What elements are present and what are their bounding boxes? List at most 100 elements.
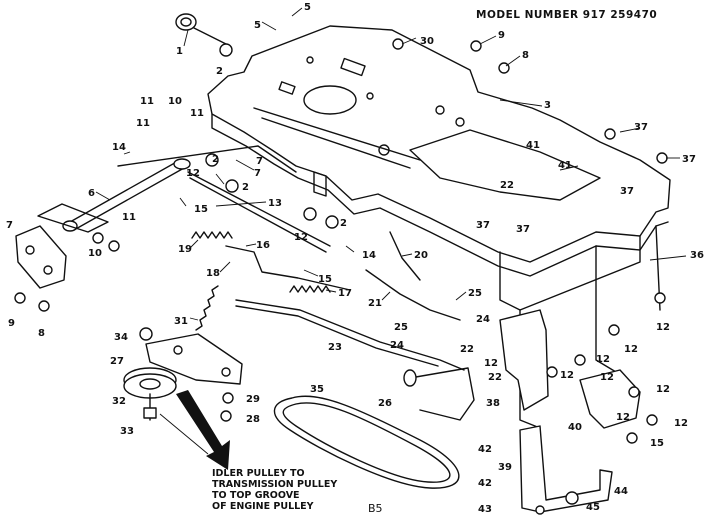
callout: 7	[254, 168, 261, 179]
leader-lines	[95, 7, 687, 455]
callout: 11	[140, 96, 154, 107]
callout: 18	[206, 268, 220, 279]
callout: 2	[242, 182, 249, 193]
callout: 12	[656, 322, 670, 333]
callout: 12	[674, 418, 688, 429]
callout: 22	[488, 372, 502, 383]
callout: 45	[586, 502, 600, 513]
callout: 14	[112, 142, 126, 153]
callout: 40	[568, 422, 582, 433]
callout: 12	[560, 370, 574, 381]
callout: 42	[478, 478, 492, 489]
callout: 12	[186, 168, 200, 179]
rod-20	[389, 231, 421, 281]
callout: 11	[190, 108, 204, 119]
model-number-heading: MODEL NUMBER 917 259470	[476, 9, 657, 21]
idler-arm	[235, 299, 465, 371]
callout: 31	[174, 316, 188, 327]
callout: 10	[88, 248, 102, 259]
idler-pulley	[123, 367, 177, 421]
callout: 42	[478, 444, 492, 455]
callout: 21	[368, 298, 382, 309]
callout: 11	[136, 118, 150, 129]
callout: 13	[268, 198, 282, 209]
callout: 9	[498, 30, 505, 41]
callout: 8	[522, 50, 529, 61]
callout: 37	[634, 122, 648, 133]
caption-line: OF ENGINE PULLEY	[212, 501, 314, 512]
callout: 34	[114, 332, 128, 343]
callout: 3	[544, 100, 551, 111]
callout: 12	[600, 372, 614, 383]
callout: 35	[310, 384, 324, 395]
drive-belt	[273, 395, 460, 489]
callout: 7	[256, 156, 263, 167]
callout: 12	[656, 384, 670, 395]
rod-21	[365, 269, 461, 321]
callout: 33	[120, 426, 134, 437]
callout: 15	[650, 438, 664, 449]
callout: 2	[212, 154, 219, 165]
callout: 22	[460, 344, 474, 355]
callout: 12	[616, 412, 630, 423]
idler-bracket	[145, 333, 243, 385]
callout: 16	[256, 240, 270, 251]
rod-16	[225, 245, 351, 291]
callout: 28	[246, 414, 260, 425]
spring-19	[191, 231, 233, 239]
callout: 25	[468, 288, 482, 299]
callout: 12	[484, 358, 498, 369]
callout: 32	[112, 396, 126, 407]
callout: 44	[614, 486, 628, 497]
bracket-39	[519, 425, 613, 513]
callout: 24	[476, 314, 490, 325]
callout: 1	[176, 46, 183, 57]
shift-lever	[403, 367, 475, 421]
callout: 37	[682, 154, 696, 165]
spring-17	[289, 285, 331, 293]
callout: 12	[596, 354, 610, 365]
callout: 23	[328, 342, 342, 353]
main-frame	[207, 25, 671, 277]
callout: 27	[110, 356, 124, 367]
caption-line: TRANSMISSION PULLEY	[212, 479, 337, 490]
callout: 37	[516, 224, 530, 235]
callout: 15	[194, 204, 208, 215]
left-bracket	[15, 225, 67, 289]
callout: 36	[690, 250, 704, 261]
bracket-40	[579, 369, 641, 429]
callout: 37	[476, 220, 490, 231]
callout: 26	[378, 398, 392, 409]
callout: 41	[526, 140, 540, 151]
callout: 43	[478, 504, 492, 515]
callout: 30	[420, 36, 434, 47]
callout: 22	[500, 180, 514, 191]
callout: 11	[122, 212, 136, 223]
callout: 8	[38, 328, 45, 339]
callout: 17	[338, 288, 352, 299]
callout: 10	[168, 96, 182, 107]
spring-31	[195, 285, 219, 331]
caption-arrow	[176, 390, 230, 470]
fasteners	[14, 38, 668, 515]
callout: 38	[486, 398, 500, 409]
page-code: B5	[368, 502, 383, 515]
callout: 6	[88, 188, 95, 199]
callout: 2	[340, 218, 347, 229]
callout: 41	[558, 160, 572, 171]
callout: 39	[498, 462, 512, 473]
callout: 37	[620, 186, 634, 197]
callout: 9	[8, 318, 15, 329]
bracket-38	[499, 309, 549, 411]
eyebolt	[175, 13, 227, 45]
callout: 29	[246, 394, 260, 405]
pulley-routing-caption: IDLER PULLEY TO TRANSMISSION PULLEY TO T…	[212, 468, 337, 512]
callout: 15	[318, 274, 332, 285]
callout: 20	[414, 250, 428, 261]
callout: 14	[362, 250, 376, 261]
caption-line: IDLER PULLEY TO	[212, 468, 305, 479]
callout: 12	[294, 232, 308, 243]
callout: 5	[304, 2, 311, 13]
callout: 24	[390, 340, 404, 351]
